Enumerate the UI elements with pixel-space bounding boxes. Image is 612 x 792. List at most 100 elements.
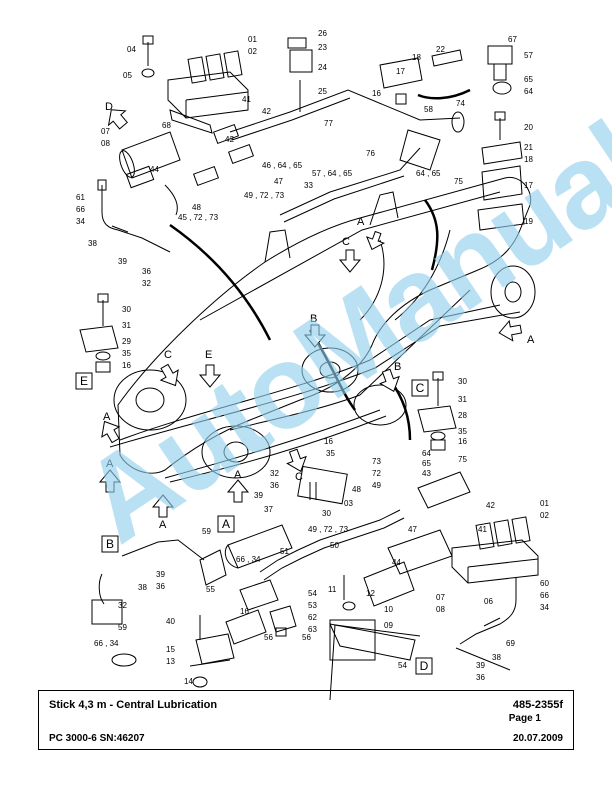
part-callout: 44 (150, 165, 159, 174)
part-callout: 08 (436, 605, 445, 614)
stick-boss-mid (353, 384, 407, 426)
part-callout: 56 (264, 633, 273, 642)
part-callout: 59 (118, 623, 127, 632)
svg-text:A: A (159, 519, 167, 531)
part-callout: 75 (458, 455, 467, 464)
view-marker-d-label: D (420, 659, 429, 673)
svg-text:A: A (357, 216, 365, 228)
svg-text:C: C (342, 236, 350, 248)
part-callout: 40 (166, 617, 175, 626)
part-callout: 39 (156, 570, 165, 579)
part-callout: 30 (458, 377, 467, 386)
part-callout: 57 (524, 51, 533, 60)
part-callout: 63 (308, 625, 317, 634)
part-callout: 64 (422, 449, 431, 458)
part-callout: 16 (324, 437, 333, 446)
part-callout: 39 (118, 257, 127, 266)
part-callout: 22 (436, 45, 445, 54)
part-callout: 55 (206, 585, 215, 594)
part-callout: 43 (422, 469, 431, 478)
part-callout: 75 (454, 177, 463, 186)
part-callout: 07 (101, 127, 110, 136)
part-callout: 35 (458, 427, 467, 436)
part-callout: 38 (492, 653, 501, 662)
part-callout: 34 (76, 217, 85, 226)
part-callout: 15 (166, 645, 175, 654)
part-callout: 49 , 72 , 73 (244, 191, 285, 200)
drawing-date: 20.07.2009 (512, 733, 563, 744)
view-marker-a (217, 515, 235, 533)
part-callout: 51 (280, 547, 289, 556)
part-callout: 30 (322, 509, 331, 518)
part-callout: 36 (142, 267, 151, 276)
distributor-block-top (167, 71, 249, 119)
part-callout: 66 (540, 591, 549, 600)
distributor-block-bottom (451, 539, 539, 584)
part-callout: 49 , 72 , 73 (308, 525, 349, 534)
part-callout: 65 (422, 459, 431, 468)
page-number: Page 1 (508, 713, 541, 724)
svg-text:A: A (527, 334, 535, 346)
part-callout: 47 (274, 177, 283, 186)
part-callout: 53 (308, 601, 317, 610)
part-callout: 61 (76, 193, 85, 202)
svg-text:E: E (205, 349, 212, 361)
part-callout: 73 (372, 457, 381, 466)
part-callout: 41 (478, 525, 487, 534)
part-callout: 03 (344, 499, 353, 508)
part-callout: 50 (330, 541, 339, 550)
part-callout: 13 (166, 657, 175, 666)
view-marker-d (415, 657, 433, 675)
part-callout: 17 (524, 181, 533, 190)
stick-top-edge (199, 191, 501, 321)
part-callout: 32 (142, 279, 151, 288)
part-callout: 18 (524, 155, 533, 164)
svg-text:B: B (310, 313, 317, 325)
part-callout: 26 (318, 29, 327, 38)
view-marker-e (75, 372, 93, 390)
svg-text:C: C (295, 471, 303, 483)
part-callout: 62 (308, 613, 317, 622)
part-callout: 02 (248, 47, 257, 56)
part-callout: 48 (192, 203, 201, 212)
part-callout: 28 (458, 411, 467, 420)
part-callout: 10 (384, 605, 393, 614)
part-callout: 07 (436, 593, 445, 602)
part-callout: 01 (248, 35, 257, 44)
part-callout: 69 (506, 639, 515, 648)
svg-text:B: B (394, 361, 401, 373)
title-block: Stick 4,3 m - Central Lubrication 485-23… (38, 690, 574, 750)
svg-text:A: A (106, 458, 114, 470)
part-callout: 56 (302, 633, 311, 642)
part-callout: 47 (408, 525, 417, 534)
part-callout: 67 (508, 35, 517, 44)
part-callout: 54 (398, 661, 407, 670)
drawing-number: 485-2355f (512, 699, 563, 711)
direction-arrows: D C B C E A A A A A B C A (98, 101, 535, 531)
svg-text:C: C (164, 349, 172, 361)
part-callout: 64 (524, 87, 533, 96)
part-callout: 32 (270, 469, 279, 478)
part-callout: 38 (88, 239, 97, 248)
view-marker-group: E C A B D (75, 372, 433, 675)
part-callout: 35 (326, 449, 335, 458)
callout-layer: 0102040541426826232425225767181716587465… (76, 29, 549, 686)
part-callout: 11 (328, 585, 337, 594)
part-callout: 36 (156, 582, 165, 591)
stick-boss-center (301, 347, 359, 393)
svg-text:D: D (105, 101, 113, 113)
part-callout: 77 (324, 119, 333, 128)
part-callout: 23 (318, 43, 327, 52)
part-callout: 12 (366, 589, 375, 598)
part-callout: 24 (318, 63, 327, 72)
part-callout: 18 (412, 53, 421, 62)
part-callout: 68 (162, 121, 171, 130)
part-callout: 06 (484, 597, 493, 606)
part-callout: 42 (225, 135, 234, 144)
part-callout: 36 (476, 673, 485, 682)
part-callout: 09 (384, 621, 393, 630)
part-callout: 14 (184, 677, 193, 686)
part-callout: 65 (524, 75, 533, 84)
part-callout: 49 (372, 481, 381, 490)
